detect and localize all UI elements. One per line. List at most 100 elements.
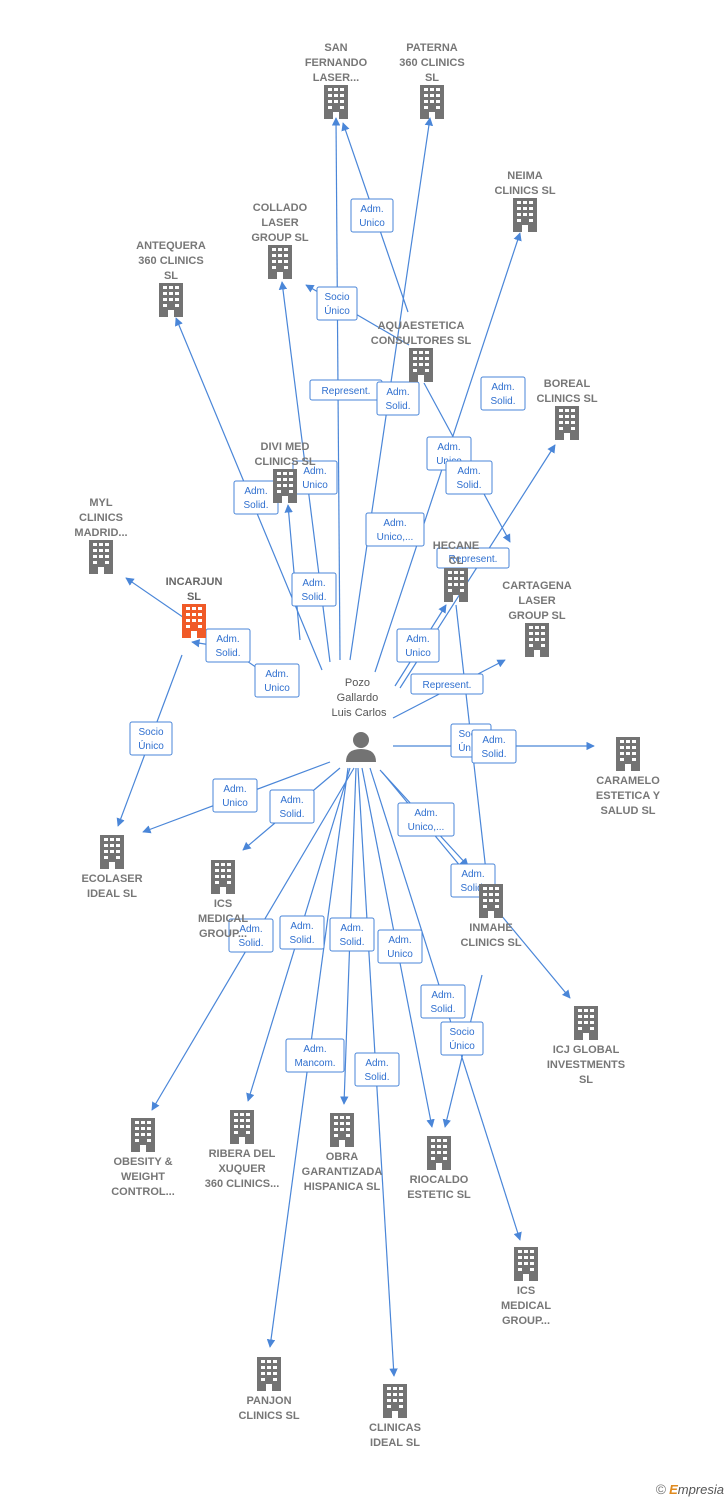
relation-text-line: Único [138,739,164,752]
building-icon [409,348,433,382]
relation-label[interactable]: Adm.Unico [254,663,300,698]
watermark-rest: mpresia [677,1482,724,1497]
relation-label[interactable]: Adm.Solid. [233,480,279,515]
relation-label[interactable]: Adm.Solid. [376,381,420,416]
relation-text-line: Solid. [460,883,485,894]
copyright-symbol: © [655,1481,667,1497]
relation-box [480,376,526,411]
relation-label[interactable]: Adm.Solid. [329,917,375,952]
company-name-line: GROUP SL [251,232,309,244]
building-icon [383,1384,407,1418]
company-name-line: ECOLASER [81,873,142,885]
relation-box [420,984,466,1019]
relation-label[interactable]: Represent. [436,547,510,569]
relation-text-line: Represent. [322,386,371,397]
relation-label[interactable]: Adm.Solid. [480,376,526,411]
relation-label[interactable]: Adm.Solid. [354,1052,400,1087]
company-name-line: ESTETICA Y [596,790,661,802]
relation-box [285,1038,345,1073]
relation-text-line: Unico [222,798,248,809]
relation-label[interactable]: Adm.Unico [212,778,258,813]
relation-text: Adm.Unico [359,204,385,229]
company-name-line: CARAMELO [596,775,660,787]
company-name-line: PANJON [246,1395,291,1407]
company-name-line: CARTAGENA [502,580,572,592]
relation-label[interactable]: Adm.Mancom. [285,1038,345,1073]
company-name-line: RIBERA DEL [209,1148,276,1160]
company-name-line: CLINICS SL [254,456,315,468]
relation-text-line: Socio [449,1027,474,1038]
relation-label[interactable]: Represent. [309,379,383,401]
relation-label[interactable]: Adm.Unico [377,929,423,964]
relation-label[interactable]: Adm.Solid. [420,984,466,1019]
company-name-line: MYL [89,497,113,509]
company-name-line: GROUP SL [508,610,566,622]
relation-label[interactable]: Adm.Unico,... [365,512,425,547]
empresia-watermark[interactable]: ©Empresia [656,1481,724,1497]
relation-text: Adm.Solid. [238,924,263,949]
relation-label[interactable]: Represent. [410,673,484,695]
relation-text-line: Adm. [239,924,262,935]
relation-text-line: Solid. [215,648,240,659]
relation-label[interactable]: Adm.Solid. [445,460,493,495]
relation-text-line: Solid. [430,1004,455,1015]
relation-text-line: Adm. [461,869,484,880]
relation-label[interactable]: Adm.Solid. [471,729,517,764]
company-name-line: IDEAL SL [87,888,137,900]
company-name-line: DIVI MED [261,441,310,453]
person-node[interactable]: Pozo Gallardo Luis Carlos [331,677,387,762]
building-icon [420,85,444,119]
relation-text: Adm.Solid. [279,795,304,820]
relation-label[interactable]: Adm.Solid. [269,789,315,824]
relation-text: Represent. [449,554,498,565]
relation-label[interactable]: Adm.Solid. [279,915,325,950]
company-name-line: GROUP... [199,928,247,940]
relation-text-line: Adm. [491,382,514,393]
relation-label[interactable]: Adm.Unico [292,460,338,495]
company-node-divimed[interactable]: DIVI MED CLINICS SL [254,441,316,503]
relation-label[interactable]: Adm.Solid. [205,628,251,663]
relation-label[interactable]: Adm.Unico,... [397,802,455,837]
relation-text-line: Adm. [386,387,409,398]
company-name-line: COLLADO [253,202,308,214]
relation-label[interactable]: Adm.Unico [350,198,394,233]
relation-label[interactable]: Adm.Solid. [291,572,337,607]
relation-text: Adm.Solid. [490,382,515,407]
company-node-ecolaser[interactable]: ECOLASER IDEAL SL [81,835,143,900]
relation-box [365,512,425,547]
relation-label[interactable]: Adm.Solid. [228,918,274,953]
building-icon [211,860,235,894]
relation-label[interactable]: Adm.Unico [396,628,440,663]
relation-box [471,729,517,764]
